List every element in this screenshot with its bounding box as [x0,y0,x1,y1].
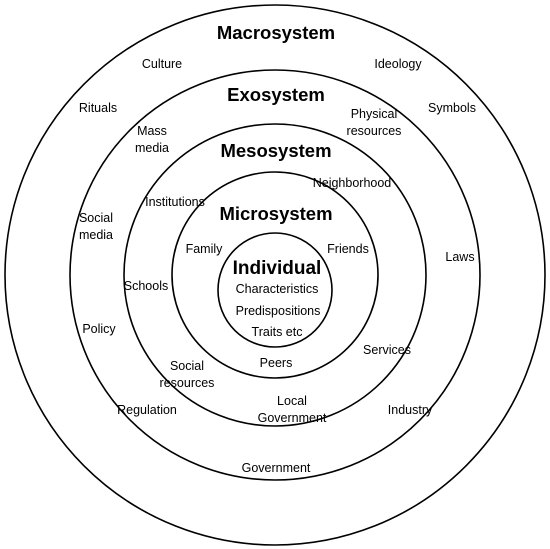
exo-item-local-government: Government [258,411,327,425]
macro-item-rituals: Rituals [79,101,117,115]
exo-item-physical: Physical [351,107,398,121]
exo-item-social: Social [170,359,204,373]
exo-item-services: Services [363,343,411,357]
macro-item-social-line1: Social [79,211,113,225]
macro-item-social-line2: media [79,228,113,242]
macro-item-industry: Industry [388,403,433,417]
mesosystem-ring [123,123,427,427]
exo-item-media: media [135,141,169,155]
macro-item-government: Government [242,461,311,475]
exo-item-resources: resources [347,124,402,138]
mesosystem-title: Mesosystem [220,140,331,161]
macrosystem-title: Macrosystem [217,22,335,43]
microsystem-title: Microsystem [219,203,332,224]
macro-item-culture: Culture [142,57,182,71]
individual-item-predispositions: Predispositions [236,304,321,318]
macro-item-ideology: Ideology [374,57,422,71]
macro-item-symbols: Symbols [428,101,476,115]
macro-item-policy: Policy [82,322,116,336]
exosystem-ring [69,69,481,481]
meso-item-institutions: Institutions [145,195,205,209]
individual-title: Individual [233,258,322,279]
meso-item-neighborhood: Neighborhood [313,176,392,190]
exo-item-local: Local [277,394,307,408]
microsystem-ring [171,171,379,379]
exo-item-schools: Schools [124,279,168,293]
exosystem-title: Exosystem [227,84,325,105]
macro-item-regulation: Regulation [117,403,177,417]
exo-item-social-resources: resources [160,376,215,390]
individual-item-characteristics: Characteristics [236,282,319,296]
meso-item-peers: Peers [260,356,293,370]
individual-item-traits: Traits etc [252,325,303,339]
exo-item-mass: Mass [137,124,167,138]
individual-ring [217,232,333,348]
macrosystem-ring [4,4,546,546]
micro-item-friends: Friends [327,242,369,256]
micro-item-family: Family [186,242,224,256]
macro-item-laws: Laws [445,250,474,264]
